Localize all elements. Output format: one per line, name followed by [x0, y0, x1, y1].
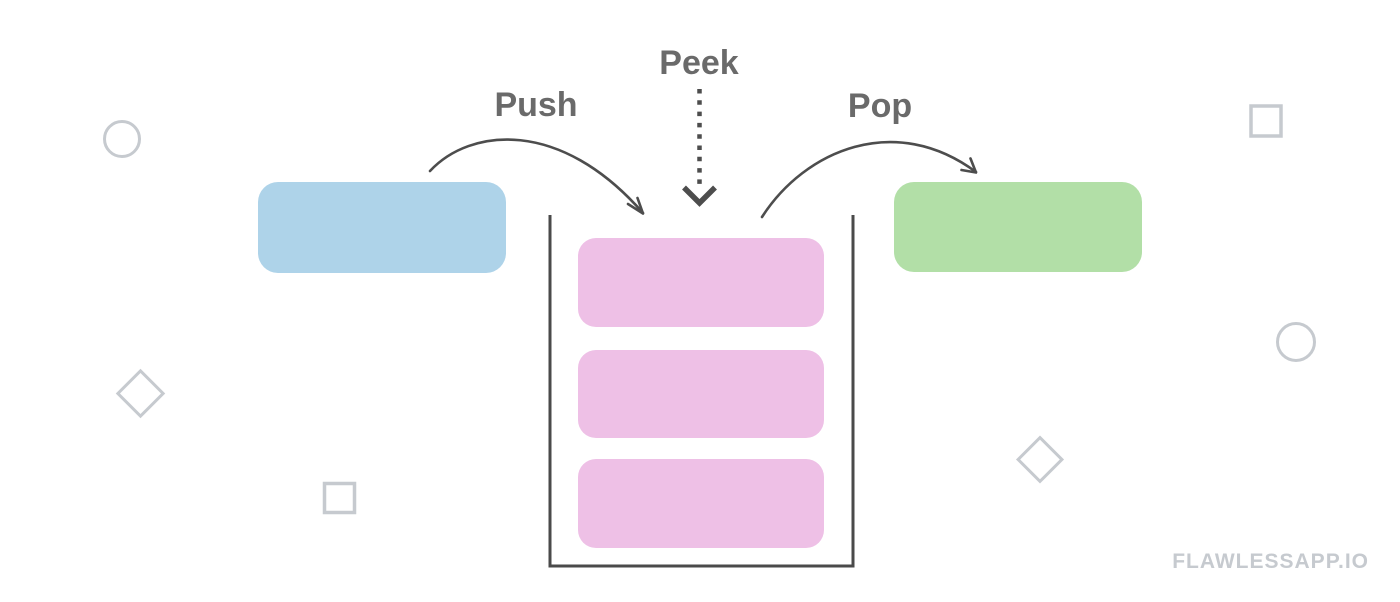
- stack-container-outline: [548, 215, 855, 568]
- watermark-text: FLAWLESSAPP.IO: [1172, 550, 1369, 573]
- pop-label: Pop: [848, 87, 912, 125]
- pop-element-box: [894, 182, 1142, 272]
- push-arrow: [428, 138, 645, 215]
- decor-square-icon: [1249, 104, 1283, 138]
- decor-circle-icon: [1276, 322, 1316, 362]
- stack-item: [578, 350, 824, 438]
- push-element-box: [258, 182, 506, 273]
- peek-arrow: [682, 89, 717, 207]
- decor-circle-icon: [103, 120, 141, 158]
- pop-arrow: [760, 140, 978, 219]
- stack-item: [578, 459, 824, 548]
- decor-diamond-icon: [1015, 435, 1065, 484]
- peek-label: Peek: [659, 44, 738, 82]
- decor-square-icon: [322, 481, 357, 515]
- stack-item: [578, 238, 824, 327]
- decor-diamond-icon: [115, 368, 166, 419]
- push-label: Push: [494, 86, 577, 124]
